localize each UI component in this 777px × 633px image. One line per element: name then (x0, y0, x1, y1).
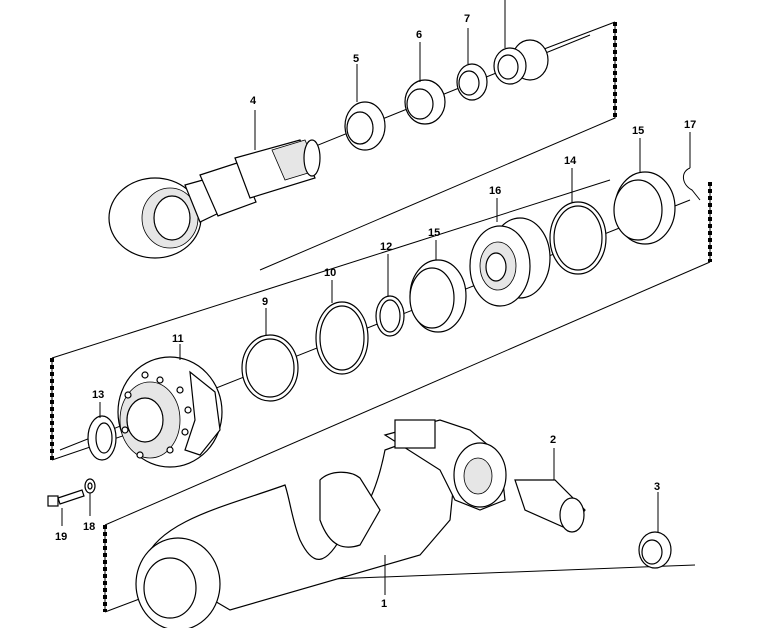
callout-11: 11 (172, 333, 184, 345)
piston-16 (469, 217, 551, 307)
piston-rod-eye (108, 139, 321, 259)
seal-ring-10-inner (319, 305, 365, 371)
wear-ring-6 (404, 79, 446, 125)
ring-7 (456, 63, 488, 101)
seal-ring-5 (344, 101, 386, 151)
callout-1: 1 (381, 598, 387, 610)
callout-2: 2 (550, 434, 556, 446)
callout-14: 14 (564, 155, 577, 167)
callout-12: 12 (380, 241, 392, 253)
seal-ring-9-inner (245, 338, 295, 398)
callout-19: 19 (55, 531, 67, 543)
seal-ring-14-inner (553, 205, 603, 271)
callouts: 1 2 3 4 5 6 7 9 10 11 12 13 14 15 15 16 … (55, 13, 696, 610)
bushing-top (493, 39, 549, 85)
callout-5: 5 (353, 53, 359, 65)
callout-13: 13 (92, 389, 104, 401)
callout-15-lower: 15 (428, 227, 440, 239)
callout-4: 4 (250, 95, 257, 107)
callout-15-upper: 15 (632, 125, 644, 137)
leader-lines (61, 0, 691, 595)
guide-ring-15-upper (613, 171, 676, 245)
bolt-19 (47, 489, 85, 507)
callout-3: 3 (654, 481, 660, 493)
cylinder-tube-1 (135, 419, 507, 631)
callout-10: 10 (324, 267, 336, 279)
snap-ring-17 (683, 167, 701, 201)
callout-6: 6 (416, 29, 422, 41)
callout-16: 16 (489, 185, 501, 197)
lock-ring-13 (87, 415, 117, 461)
middle-group-frame (50, 179, 712, 526)
guide-ring-15-lower (409, 259, 467, 333)
washer-18 (84, 478, 96, 494)
callout-7: 7 (464, 13, 470, 25)
seal-ring-3 (638, 531, 672, 569)
callout-9: 9 (262, 296, 268, 308)
cylinder-head-11 (117, 356, 223, 468)
callout-18: 18 (83, 521, 95, 533)
o-ring-12-inner (379, 299, 401, 333)
bushing-2 (514, 479, 586, 533)
callout-17: 17 (684, 119, 696, 131)
